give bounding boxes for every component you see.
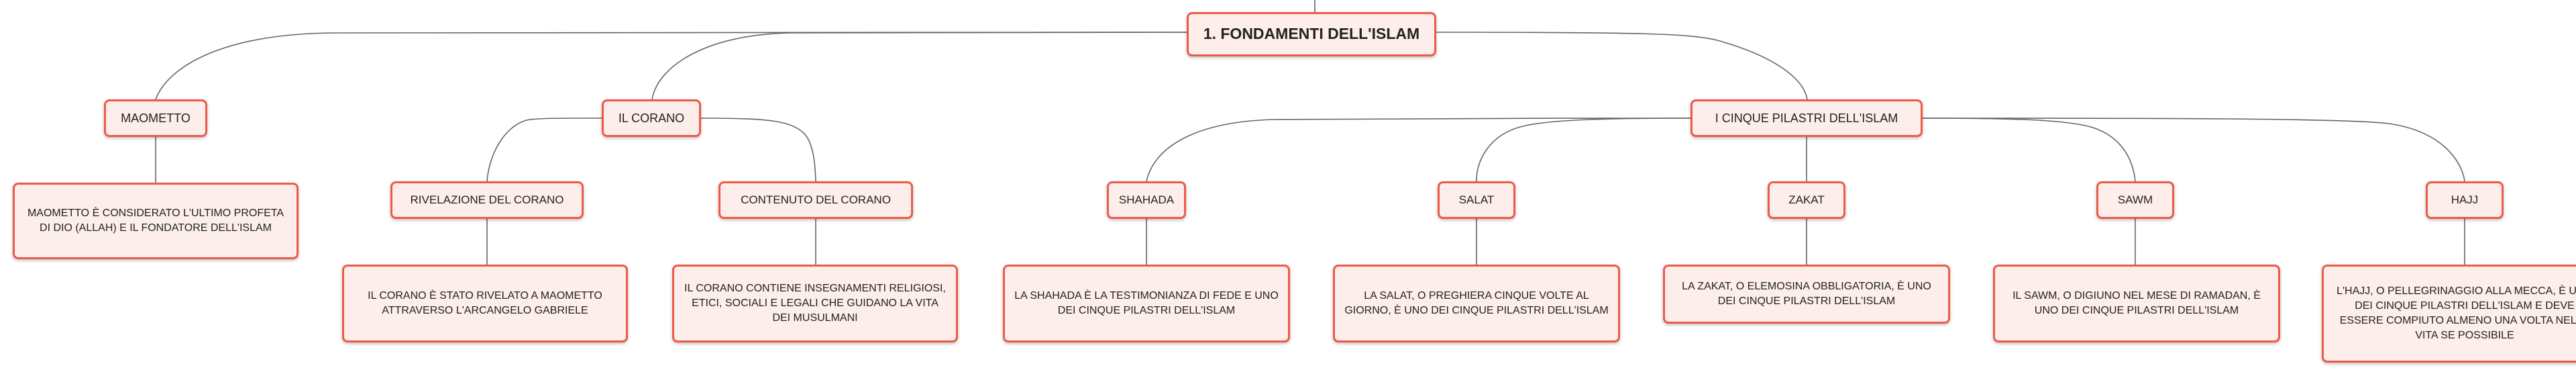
edge-pilastri-hajj: [1922, 118, 2465, 182]
node-maometto[interactable]: MAOMETTO: [104, 99, 207, 137]
edge-root-maometto: [155, 32, 1188, 100]
node-label: CONTENUTO DEL CORANO: [741, 193, 891, 207]
node-pilastri[interactable]: I CINQUE PILASTRI DELL'ISLAM: [1690, 99, 1923, 137]
edge-pilastri-salat: [1476, 118, 1691, 182]
detail-text: LA SALAT, O PREGHIERA CINQUE VOLTE AL GI…: [1344, 289, 1609, 316]
node-label: HAJJ: [2451, 193, 2479, 207]
detail-contenuto[interactable]: IL CORANO CONTIENE INSEGNAMENTI RELIGIOS…: [672, 265, 958, 342]
node-label: SAWM: [2117, 193, 2153, 207]
node-label: MAOMETTO: [121, 111, 191, 125]
detail-text: IL CORANO CONTIENE INSEGNAMENTI RELIGIOS…: [684, 282, 946, 324]
node-salat[interactable]: SALAT: [1438, 181, 1515, 219]
node-label: IL CORANO: [618, 111, 685, 125]
detail-text: IL SAWM, O DIGIUNO NEL MESE DI RAMADAN, …: [2012, 289, 2261, 316]
node-hajj[interactable]: HAJJ: [2426, 181, 2504, 219]
node-shahada[interactable]: SHAHADA: [1107, 181, 1186, 219]
node-contenuto[interactable]: CONTENUTO DEL CORANO: [718, 181, 913, 219]
detail-text: IL CORANO È STATO RIVELATO A MAOMETTO AT…: [368, 289, 602, 316]
node-label: I CINQUE PILASTRI DELL'ISLAM: [1715, 111, 1898, 125]
edge-root-pilastri: [1435, 32, 1808, 100]
node-label: RIVELAZIONE DEL CORANO: [410, 193, 564, 207]
edge-root-corano: [651, 32, 1188, 100]
edge-corano-rivelazione: [486, 118, 604, 182]
edge-corano-contenuto: [700, 118, 816, 182]
node-label: SHAHADA: [1118, 193, 1175, 207]
detail-hajj[interactable]: L'HAJJ, O PELLEGRINAGGIO ALLA MECCA, È U…: [2322, 265, 2576, 363]
detail-zakat[interactable]: LA ZAKAT, O ELEMOSINA OBBLIGATORIA, È UN…: [1663, 265, 1950, 324]
detail-text: L'HAJJ, O PELLEGRINAGGIO ALLA MECCA, È U…: [2337, 285, 2576, 342]
edge-pilastri-shahada: [1146, 118, 1691, 182]
node-corano[interactable]: IL CORANO: [602, 99, 701, 137]
detail-text: MAOMETTO È CONSIDERATO L'ULTIMO PROFETA …: [27, 207, 284, 234]
detail-maometto[interactable]: MAOMETTO È CONSIDERATO L'ULTIMO PROFETA …: [13, 183, 299, 259]
detail-salat[interactable]: LA SALAT, O PREGHIERA CINQUE VOLTE AL GI…: [1333, 265, 1620, 342]
node-zakat[interactable]: ZAKAT: [1768, 181, 1845, 219]
root-node[interactable]: 1. FONDAMENTI DELL'ISLAM: [1187, 12, 1436, 56]
node-sawm[interactable]: SAWM: [2096, 181, 2174, 219]
node-label: SALAT: [1458, 193, 1495, 207]
detail-sawm[interactable]: IL SAWM, O DIGIUNO NEL MESE DI RAMADAN, …: [1993, 265, 2280, 342]
detail-shahada[interactable]: LA SHAHADA È LA TESTIMONIANZA DI FEDE E …: [1003, 265, 1290, 342]
detail-text: LA SHAHADA È LA TESTIMONIANZA DI FEDE E …: [1014, 289, 1279, 316]
node-label: ZAKAT: [1788, 193, 1825, 207]
edge-pilastri-sawm: [1922, 118, 2136, 182]
detail-rivelazione[interactable]: IL CORANO È STATO RIVELATO A MAOMETTO AT…: [342, 265, 628, 342]
root-label: 1. FONDAMENTI DELL'ISLAM: [1203, 25, 1420, 43]
node-rivelazione[interactable]: RIVELAZIONE DEL CORANO: [390, 181, 584, 219]
detail-text: LA ZAKAT, O ELEMOSINA OBBLIGATORIA, È UN…: [1682, 280, 1931, 307]
